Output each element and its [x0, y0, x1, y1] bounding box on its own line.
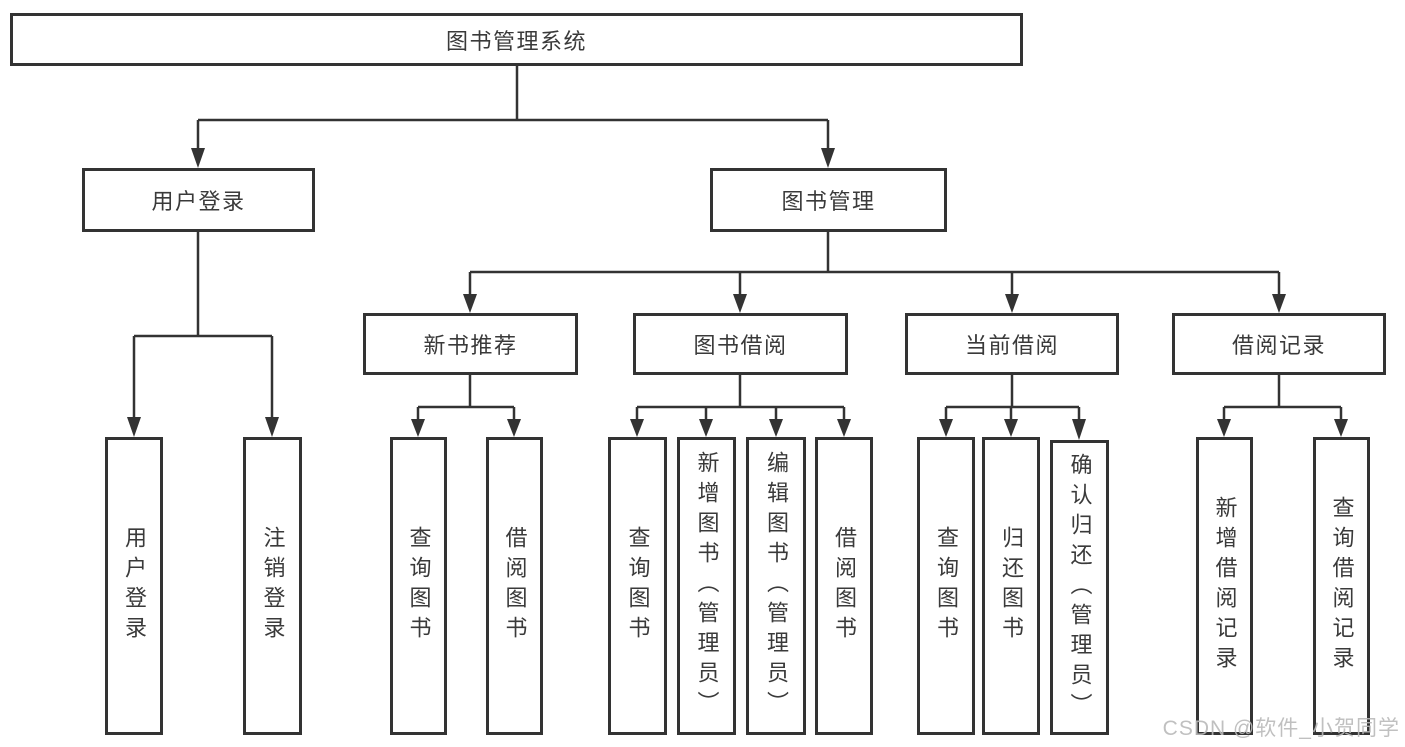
arrowhead-br-leaf1	[1217, 419, 1231, 437]
leaf-user-login-label: 用户登录	[122, 526, 147, 646]
node-borrow-record: 借阅记录	[1172, 313, 1386, 375]
leaf-cb-return-book: 归还图书	[982, 437, 1040, 735]
node-current-borrow: 当前借阅	[905, 313, 1119, 375]
arrowhead-bb-leaf1	[630, 419, 644, 437]
node-root: 图书管理系统	[10, 13, 1023, 66]
leaf-cb-query-book-label: 查询图书	[934, 526, 959, 646]
edge-lines	[132, 66, 1343, 421]
node-new-book-rec: 新书推荐	[363, 313, 578, 375]
leaf-nbr-borrow-book-label: 借阅图书	[502, 526, 528, 646]
node-borrow-record-label: 借阅记录	[1231, 333, 1326, 358]
leaf-bb-borrow-book: 借阅图书	[815, 437, 873, 735]
leaf-nbr-borrow-book: 借阅图书	[486, 437, 543, 735]
node-book-borrow: 图书借阅	[633, 313, 848, 375]
leaf-nbr-query-book: 查询图书	[390, 437, 447, 735]
leaf-cb-query-book: 查询图书	[917, 437, 975, 735]
node-root-label: 图书管理系统	[445, 28, 587, 54]
arrowhead-current-borrow	[1005, 294, 1019, 313]
arrowhead-borrow-record	[1272, 294, 1286, 313]
leaf-nbr-query-book-label: 查询图书	[406, 526, 432, 646]
arrowhead-cb-leaf1	[939, 419, 953, 437]
leaf-user-login: 用户登录	[105, 437, 163, 735]
leaf-logout: 注销登录	[243, 437, 302, 735]
leaf-bb-query-book-label: 查询图书	[625, 526, 651, 646]
leaf-br-query-record: 查询借阅记录	[1313, 437, 1370, 735]
leaf-br-query-record-label: 查询借阅记录	[1329, 496, 1355, 676]
leaf-bb-add-book-admin: 新增图书（管理员）	[677, 437, 736, 735]
arrowhead-book-mgmt	[821, 148, 835, 168]
arrowhead-user-login	[191, 148, 205, 168]
leaf-br-add-record-label: 新增借阅记录	[1212, 496, 1238, 676]
node-user-login-label: 用户登录	[151, 189, 246, 214]
leaf-bb-query-book: 查询图书	[608, 437, 667, 735]
arrowhead-ul-leaf2	[265, 417, 279, 437]
watermark: CSDN @软件_小贺同学	[1162, 717, 1400, 740]
leaf-br-add-record: 新增借阅记录	[1196, 437, 1253, 735]
arrowhead-bb-leaf4	[837, 419, 851, 437]
arrowhead-book-borrow	[733, 294, 747, 313]
arrowhead-new-book-rec	[463, 294, 477, 313]
leaf-bb-edit-book-admin: 编辑图书（管理员）	[746, 437, 806, 735]
arrowhead-ul-leaf1	[127, 417, 141, 437]
leaf-logout-label: 注销登录	[260, 526, 286, 646]
arrowhead-cb-leaf3	[1072, 419, 1086, 440]
leaf-bb-edit-book-admin-label: 编辑图书（管理员）	[764, 451, 789, 721]
leaf-cb-confirm-return-admin-label: 确认归还（管理员）	[1067, 452, 1093, 723]
arrowhead-nbr-leaf2	[507, 419, 521, 437]
node-user-login: 用户登录	[82, 168, 315, 232]
arrowhead-bb-leaf3	[769, 419, 783, 437]
arrowhead-br-leaf2	[1334, 419, 1348, 437]
leaf-bb-borrow-book-label: 借阅图书	[832, 526, 857, 646]
node-new-book-rec-label: 新书推荐	[423, 333, 518, 358]
leaf-bb-add-book-admin-label: 新增图书（管理员）	[694, 451, 720, 721]
arrowhead-bb-leaf2	[699, 419, 713, 437]
arrowheads	[127, 148, 1348, 440]
node-book-borrow-label: 图书借阅	[693, 333, 788, 358]
node-book-mgmt-label: 图书管理	[781, 189, 876, 214]
node-current-borrow-label: 当前借阅	[964, 333, 1059, 358]
leaf-cb-confirm-return-admin: 确认归还（管理员）	[1050, 440, 1109, 735]
node-book-mgmt: 图书管理	[710, 168, 947, 232]
leaf-cb-return-book-label: 归还图书	[999, 526, 1024, 646]
arrowhead-cb-leaf2	[1004, 419, 1018, 437]
arrowhead-nbr-leaf1	[411, 419, 425, 437]
